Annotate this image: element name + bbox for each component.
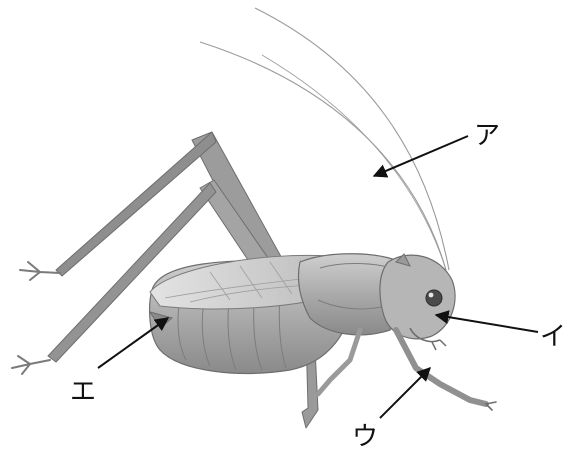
front-legs xyxy=(318,330,496,410)
callout-arrow-a xyxy=(374,136,468,176)
callout-label-a: ア xyxy=(474,121,500,151)
callout-arrow-i xyxy=(436,315,538,332)
callout-label-i: イ xyxy=(540,322,566,352)
callout-arrow-u xyxy=(380,368,430,418)
callout-label-u: ウ xyxy=(352,422,378,450)
compound-eye xyxy=(426,290,442,306)
callout-label-e: エ xyxy=(70,377,96,407)
head xyxy=(380,254,455,350)
